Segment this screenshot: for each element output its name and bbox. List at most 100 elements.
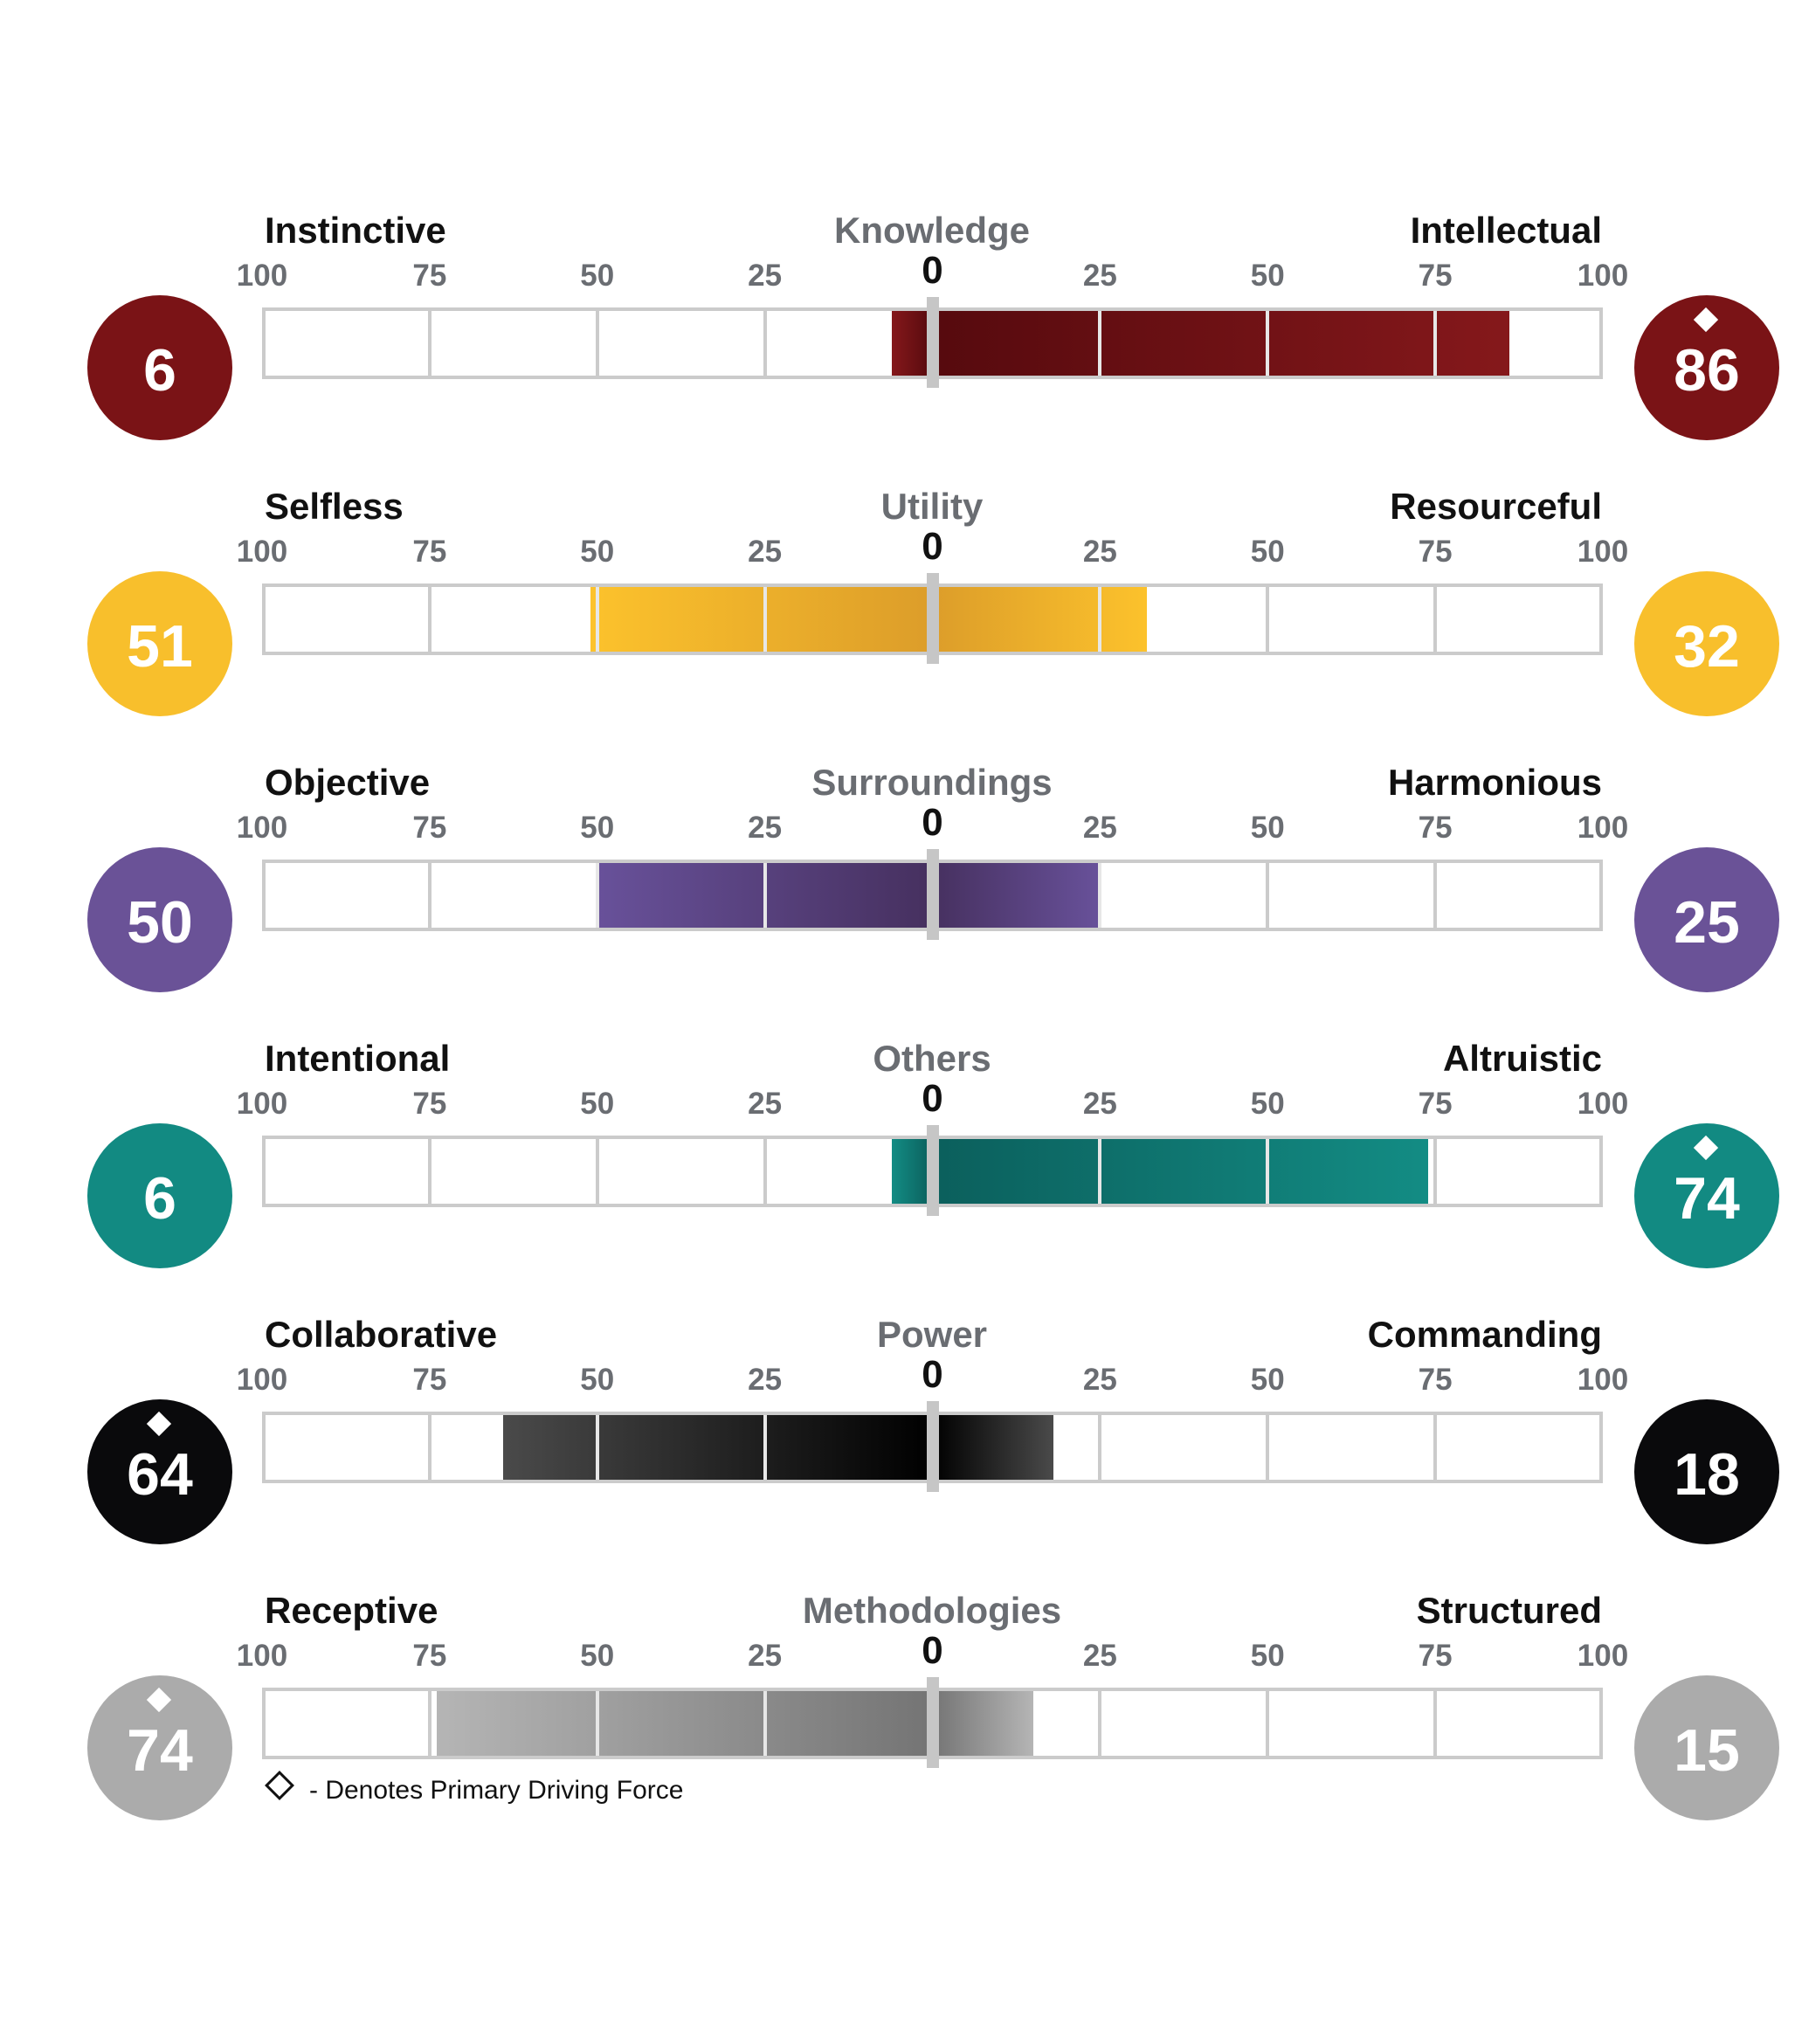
zero-line — [926, 849, 939, 940]
tick-label: 25 — [748, 1639, 783, 1673]
tick-label: 75 — [1418, 1639, 1453, 1673]
tick-label: 25 — [1082, 1087, 1117, 1121]
scale-name: Others — [873, 1038, 991, 1079]
gridline-over-bar — [763, 1691, 767, 1756]
tick-label: 25 — [748, 811, 783, 845]
tick-label: 75 — [1418, 535, 1453, 569]
right-score-circle: 15 — [1634, 1675, 1779, 1820]
tick-label: 100 — [1577, 1087, 1629, 1121]
tick-label: 25 — [748, 1087, 783, 1121]
diamond-icon — [1693, 1135, 1719, 1161]
right-score-circle: 74 — [1634, 1123, 1779, 1268]
left-score-circle: 64 — [87, 1399, 232, 1544]
tick-label: 100 — [236, 811, 288, 845]
gridline — [427, 1136, 431, 1207]
tick-label: 50 — [580, 811, 615, 845]
gridline — [763, 307, 767, 379]
tick-label: 25 — [1082, 1363, 1117, 1397]
gridline — [1433, 860, 1438, 931]
left-label: Intentional — [265, 1038, 451, 1079]
gridline — [1266, 1688, 1270, 1759]
tick-label: 100 — [1577, 259, 1629, 293]
tick-label: 25 — [748, 535, 783, 569]
tick-label: 50 — [580, 259, 615, 293]
right-score: 18 — [1674, 1441, 1740, 1508]
tick-label: 100 — [1577, 535, 1629, 569]
gridline — [1098, 1412, 1102, 1483]
gridline — [763, 1136, 767, 1207]
right-score: 25 — [1674, 889, 1740, 956]
gridline-over-bar — [763, 1415, 767, 1480]
gridline-over-bar — [763, 863, 767, 928]
zero-line — [926, 1677, 939, 1768]
bar-methodologies — [436, 1691, 1033, 1756]
tick-label: 75 — [1418, 811, 1453, 845]
tick-label: 75 — [412, 811, 447, 845]
right-score: 32 — [1674, 613, 1740, 680]
gridline-over-bar — [1098, 1139, 1102, 1204]
tick-label: 75 — [412, 1087, 447, 1121]
tick-label: 50 — [1250, 811, 1285, 845]
gridline — [1266, 584, 1270, 655]
gridline-over-bar — [595, 1415, 599, 1480]
gridline — [1266, 860, 1270, 931]
gridline — [1433, 584, 1438, 655]
gridline-over-bar — [1098, 587, 1102, 652]
tick-label: 25 — [748, 1363, 783, 1397]
tick-label: 100 — [1577, 811, 1629, 845]
tick-label: 25 — [1082, 259, 1117, 293]
tick-label: 50 — [1250, 1639, 1285, 1673]
gridline-over-bar — [595, 1691, 599, 1756]
gridline — [1433, 1688, 1438, 1759]
gridline — [595, 307, 599, 379]
left-score: 6 — [143, 337, 176, 404]
gridline-over-bar — [595, 587, 599, 652]
legend-text: - Denotes Primary Driving Force — [309, 1776, 684, 1805]
gridline — [427, 584, 431, 655]
tick-label: 75 — [412, 535, 447, 569]
right-score-circle: 86 — [1634, 295, 1779, 440]
gridline-over-bar — [1098, 863, 1102, 928]
left-score-circle: 50 — [87, 847, 232, 992]
tick-label: 0 — [922, 1629, 943, 1672]
tick-label: 75 — [1418, 259, 1453, 293]
tick-label: 50 — [580, 1087, 615, 1121]
tick-label: 50 — [580, 535, 615, 569]
tick-label: 75 — [412, 1363, 447, 1397]
gridline-over-bar — [1266, 1139, 1270, 1204]
tick-label: 25 — [1082, 535, 1117, 569]
tick-label: 50 — [1250, 1363, 1285, 1397]
bar-power — [503, 1415, 1053, 1480]
tick-label: 50 — [1250, 1087, 1285, 1121]
zero-line — [926, 1125, 939, 1216]
tick-label: 100 — [1577, 1363, 1629, 1397]
tick-label: 0 — [922, 801, 943, 844]
right-score-circle: 32 — [1634, 571, 1779, 716]
gridline-over-bar — [595, 863, 599, 928]
scale-name: Knowledge — [833, 210, 1031, 251]
left-score: 64 — [127, 1441, 193, 1508]
tick-label: 100 — [236, 535, 288, 569]
tick-label: 0 — [922, 1353, 943, 1396]
bar-utility — [590, 587, 1148, 652]
diamond-outline-icon — [265, 1771, 294, 1800]
tick-label: 0 — [922, 1077, 943, 1120]
tick-label: 75 — [412, 1639, 447, 1673]
left-score-circle: 6 — [87, 295, 232, 440]
gridline-over-bar — [1433, 311, 1438, 376]
left-score: 6 — [143, 1165, 176, 1232]
tick-label: 100 — [236, 1363, 288, 1397]
right-label: Intellectual — [1410, 210, 1602, 251]
right-score: 86 — [1674, 337, 1740, 404]
zero-line — [926, 297, 939, 388]
right-label: Altruistic — [1442, 1038, 1602, 1079]
left-score-circle: 6 — [87, 1123, 232, 1268]
tick-label: 0 — [922, 525, 943, 568]
bar-knowledge — [892, 311, 1509, 376]
tick-label: 0 — [922, 249, 943, 292]
tick-label: 50 — [580, 1363, 615, 1397]
